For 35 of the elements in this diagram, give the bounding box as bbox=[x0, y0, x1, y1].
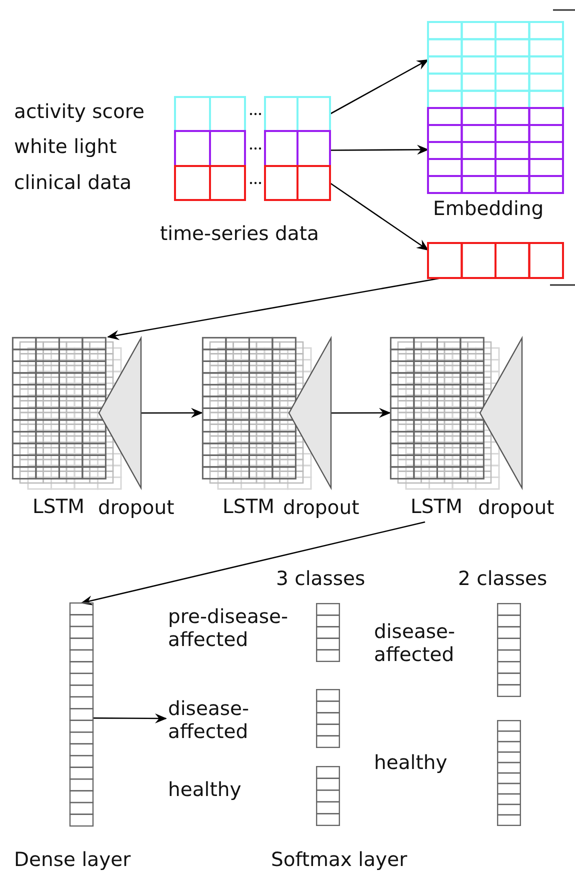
embedding-grid bbox=[428, 22, 563, 108]
dropout-triangle bbox=[480, 338, 522, 488]
data-row-grid bbox=[175, 166, 330, 200]
text-label: time-series data bbox=[160, 222, 319, 246]
node-caption: Dense layer bbox=[14, 848, 131, 872]
node-caption: dropout bbox=[283, 496, 360, 520]
arrow bbox=[93, 713, 167, 724]
node-caption: activity score bbox=[14, 100, 144, 124]
node-caption: clinical data bbox=[14, 171, 132, 194]
text-label: Softmax layer bbox=[271, 848, 408, 872]
node-caption: dropout bbox=[478, 496, 554, 520]
class-label: healthy bbox=[374, 751, 448, 774]
class-label: disease-affected bbox=[374, 620, 456, 667]
arrow bbox=[80, 521, 426, 606]
embedding-grid bbox=[428, 108, 563, 193]
dropout-triangle bbox=[99, 338, 141, 488]
node-caption: dropout bbox=[98, 496, 174, 520]
text-label: 3 classes bbox=[276, 567, 366, 590]
arrow bbox=[331, 408, 391, 418]
class-label: pre-disease-affected bbox=[168, 605, 290, 652]
dropout-triangle bbox=[289, 338, 331, 488]
text-label: 2 classes bbox=[458, 567, 548, 590]
data-row-grid bbox=[175, 131, 330, 166]
dense-neuron-column bbox=[70, 603, 93, 826]
text-label: Embedding bbox=[433, 197, 544, 220]
embedding-grid bbox=[428, 243, 563, 278]
layer-label: LSTM bbox=[410, 495, 464, 518]
class-label: disease-affected bbox=[168, 697, 250, 744]
arrow bbox=[141, 408, 203, 418]
data-row-grid bbox=[175, 97, 330, 131]
class-label: healthy bbox=[168, 778, 242, 802]
arrow bbox=[330, 144, 429, 155]
arrow bbox=[330, 182, 429, 251]
arrow bbox=[330, 59, 429, 115]
node-caption: white light bbox=[14, 135, 117, 158]
